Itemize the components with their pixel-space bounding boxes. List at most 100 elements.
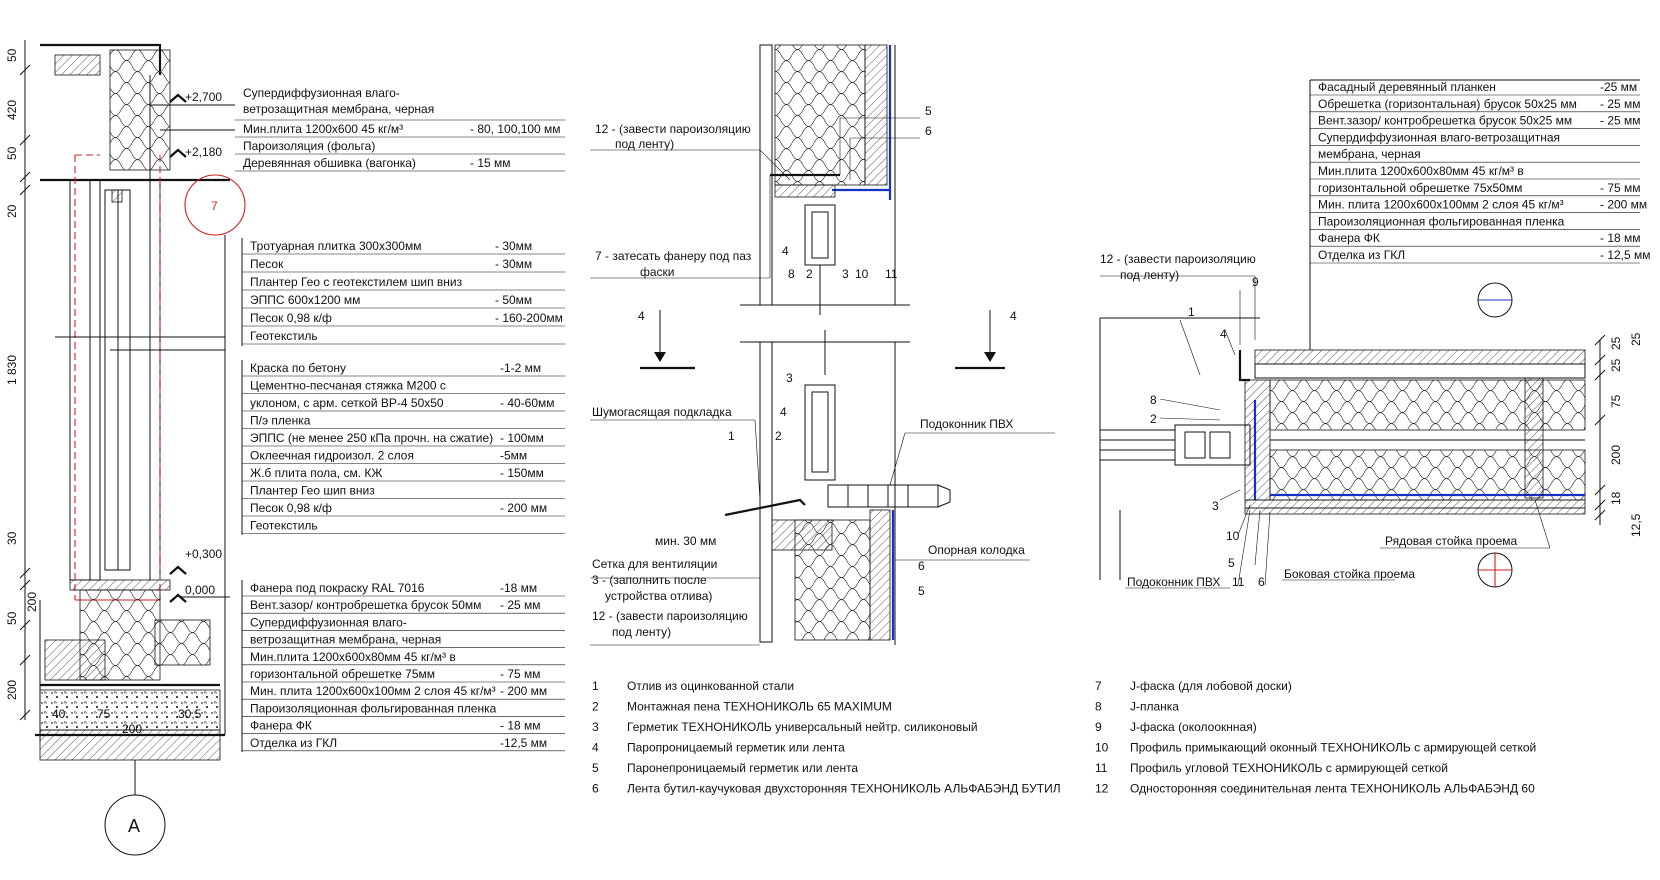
legend-number: 11: [1095, 761, 1108, 775]
legend-text: J-планка: [1130, 700, 1179, 714]
vent-net-line-2: 3 - (заполнить после: [592, 573, 707, 587]
dim-h: 75: [97, 707, 111, 721]
detail-middle-labels: 12 - (завести пароизоляцию под ленту) 7 …: [592, 104, 1025, 639]
spec-row-label: Геотекстиль: [250, 329, 318, 343]
mark-5-lower: 5: [918, 584, 925, 598]
legend-text: Односторонняя соединительная лента ТЕХНО…: [1130, 782, 1535, 796]
spec-row-label: Цементно-песчаная стяжка М200 с: [250, 379, 446, 393]
spec-row-label: П/э пленка: [250, 414, 311, 428]
legend-number: 5: [592, 761, 599, 775]
top-note-row-label: Деревянная обшивка (вагонка): [243, 156, 416, 170]
bottom-note-line-2: под ленту): [612, 625, 671, 639]
spec-row-label: мембрана, черная: [1318, 147, 1421, 161]
spec-row-label: Обрешетка (горизонтальная) брусок 50х25 …: [1318, 97, 1577, 111]
min-gap-label: мин. 30 мм: [655, 534, 716, 548]
upper-note-line-1: 12 - (завести пароизоляцию: [595, 122, 751, 136]
spec-row-label: Тротуарная плитка 300х300мм: [250, 239, 421, 253]
right-note-line-1: 12 - (завести пароизоляцию: [1100, 252, 1256, 266]
spec-row-value: - 75 мм: [500, 667, 541, 681]
spec-row-label: Фанера ФК: [250, 719, 312, 733]
dim-v: 200: [25, 592, 39, 612]
mark-1-lower: 1: [728, 429, 735, 443]
mark-2: 2: [806, 267, 813, 281]
legend-number: 12: [1095, 782, 1109, 796]
spec-row-label: Супердиффузионная влаго-ветрозащитная: [1318, 130, 1560, 144]
legend-number: 6: [592, 782, 599, 796]
spec-row-value: -5мм: [500, 449, 527, 463]
mark-6: 6: [1258, 575, 1265, 589]
legend-text: Лента бутил-каучуковая двухсторонняя ТЕХ…: [627, 782, 1061, 796]
mark-3: 3: [1212, 499, 1219, 513]
spec-row-value: - 18 мм: [500, 719, 541, 733]
vent-net-line-1: Сетка для вентиляции: [592, 557, 717, 571]
dim-r: 25: [1609, 358, 1623, 372]
mark-5: 5: [925, 104, 932, 118]
spec-row-label: Фасадный деревянный планкен: [1318, 80, 1496, 94]
mark-4-lower: 4: [780, 405, 787, 419]
dim-r: 25: [1609, 336, 1623, 350]
horizontal-dims: 40 75 200 30,5: [52, 707, 202, 736]
spec-row-value: - 50мм: [495, 293, 532, 307]
detail-a-slab-stack: Краска по бетону-1-2 ммЦементно-песчаная…: [241, 360, 565, 535]
spec-row-value: - 200 мм: [1600, 198, 1647, 212]
spec-row-value: - 75 мм: [1600, 181, 1641, 195]
spec-row-label: Вент.зазор/ контробрешетка брусок 50х25 …: [1318, 114, 1572, 128]
spec-row-label: Песок 0,98 к/ф: [250, 501, 332, 515]
dim-r: 18: [1609, 491, 1623, 505]
mark-6: 6: [925, 124, 932, 138]
mark-5: 5: [1228, 556, 1235, 570]
detail-a-labels: +2,700 +2,180 +0,300 0,000 7 A 50 420 50…: [5, 48, 230, 836]
dim-v: 50: [5, 48, 19, 62]
legend-text: J-фаска (для лобовой доски): [1130, 679, 1292, 693]
spec-row-label: Пароизоляционная фольгированная пленка: [250, 701, 497, 715]
top-note-row-label: Мин.плита 1200х600 45 кг/м³: [243, 122, 403, 136]
noise-pad-label: Шумогасящая подкладка: [592, 405, 732, 419]
spec-row-value: - 200 мм: [500, 684, 547, 698]
mark-10: 10: [855, 267, 869, 281]
spec-row-label: Плантер Гео с геотекстилем шип вниз: [250, 275, 463, 289]
pvc-sill-label: Подоконник ПВХ: [920, 417, 1013, 431]
spec-row-label: горизонтальной обрешетке 75мм: [250, 667, 435, 681]
detail-a-wall-stack: Фанера под покраску RAL 7016-18 ммВент.з…: [241, 580, 565, 752]
mark-1: 1: [1188, 305, 1195, 319]
spec-row-value: - 25 мм: [1600, 114, 1641, 128]
detail-right-wall-stack: Фасадный деревянный планкен-25 ммОбрешет…: [1310, 80, 1651, 264]
mark-4: 4: [782, 244, 789, 258]
spec-row-label: ветрозащитная мембрана, черная: [250, 633, 441, 647]
level-2180: +2,180: [185, 145, 222, 159]
spec-row-label: Краска по бетону: [250, 361, 346, 375]
detail-a-drawing: [19, 40, 246, 856]
detail-middle-drawing: [590, 44, 1055, 646]
dim-h: 40: [52, 707, 66, 721]
dim-v: 50: [5, 611, 19, 625]
top-note-row-value: - 15 мм: [470, 156, 511, 170]
upper-note-line-2: под ленту): [615, 137, 674, 151]
upper-note-line-3: 7 - затесать фанеру под паз: [595, 249, 752, 263]
spec-row-label: ЭППС (не менее 250 кПа прочн. на сжатие): [250, 431, 493, 445]
spec-row-label: Пароизоляционная фольгированная пленка: [1318, 214, 1565, 228]
spec-row-value: - 30мм: [495, 239, 532, 253]
legend-text: Профиль примыкающий оконный ТЕХНОНИКОЛЬ …: [1130, 741, 1536, 755]
spec-row-label: Оклеечная гидроизол. 2 слоя: [250, 449, 414, 463]
spec-row-label: Мин.плита 1200х600х80мм 45 кг/м³ в: [1318, 164, 1524, 178]
right-note-line-2: под ленту): [1120, 268, 1179, 282]
spec-row-label: Песок 0,98 к/ф: [250, 311, 332, 325]
detail-a-floor-stack: Тротуарная плитка 300х300мм- 30ммПесок- …: [241, 238, 565, 346]
top-note-line: ветрозащитная мембрана, черная: [243, 102, 434, 116]
legend-number: 4: [592, 741, 599, 755]
legend-number: 9: [1095, 720, 1102, 734]
spec-row-label: горизонтальной обрешетке 75х50мм: [1318, 181, 1522, 195]
bottom-note-line-1: 12 - (завести пароизоляцию: [592, 609, 748, 623]
spec-row-label: Ж.б плита пола, см. КЖ: [250, 466, 382, 480]
mark-6-lower: 6: [918, 559, 925, 573]
dim-v: 30: [5, 531, 19, 545]
row-post-label: Рядовая стойка проема: [1385, 534, 1518, 548]
spec-row-label: Отделка из ГКЛ: [1318, 248, 1405, 262]
detail-right-labels: 12 - (завести пароизоляцию под ленту) 9 …: [1100, 252, 1643, 589]
spec-row-label: Отделка из ГКЛ: [250, 736, 337, 750]
legend-text: Отлив из оцинкованной стали: [627, 679, 794, 693]
dim-h: 30,5: [178, 707, 202, 721]
top-note-row-label: Пароизоляция (фольга): [243, 139, 375, 153]
